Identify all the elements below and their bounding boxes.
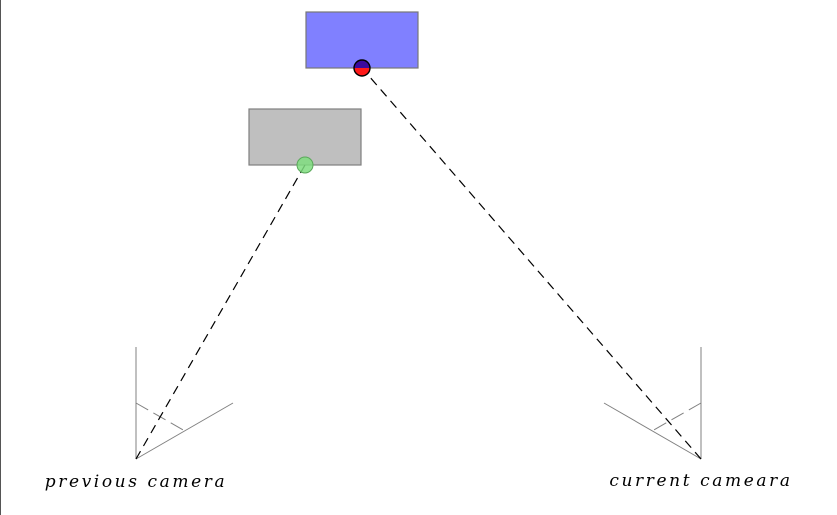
previous-camera-icon	[135, 347, 234, 460]
previous-camera-ray	[135, 164, 306, 460]
previous-feature-point	[296, 156, 314, 174]
current-camera-icon	[603, 347, 702, 460]
current-feature-point	[353, 59, 371, 77]
previous-frame-box	[248, 108, 362, 166]
previous-camera-label: previous camera	[45, 472, 228, 492]
current-camera-ray	[361, 67, 702, 460]
current-camera-label: current cameara	[609, 471, 792, 491]
